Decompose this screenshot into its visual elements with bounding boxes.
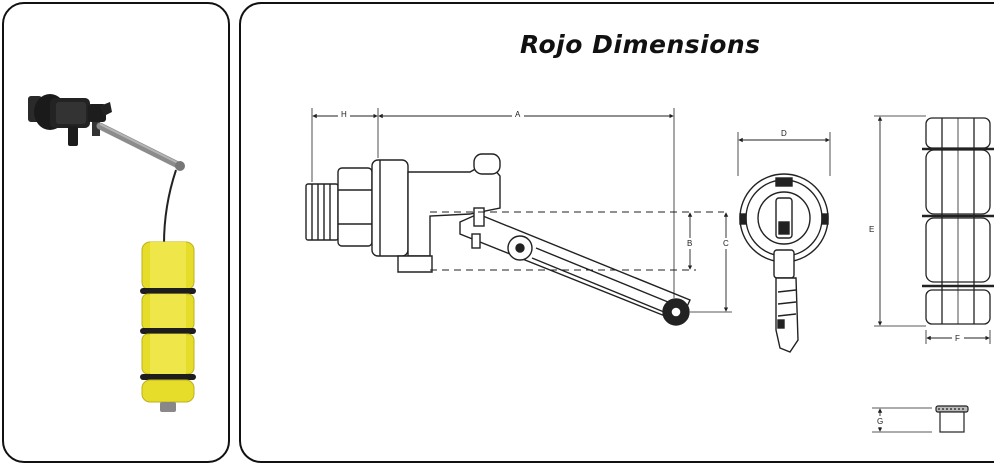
dimension-label-d: D xyxy=(781,129,787,138)
dimension-label-c: C xyxy=(723,239,729,248)
dimension-letters: H A B C D E F G xyxy=(338,109,964,427)
float-arm-photo xyxy=(96,122,185,245)
diagram-title: Rojo Dimensions xyxy=(520,30,761,59)
float-detail-drawing xyxy=(935,405,969,433)
dimension-label-e: E xyxy=(869,225,874,234)
float-view-drawing xyxy=(922,117,994,325)
float-valve-photo xyxy=(28,94,196,412)
valve-body-photo xyxy=(28,94,112,146)
dimension-label-b: B xyxy=(687,239,692,248)
reference-lines xyxy=(430,211,724,271)
dimension-label-a: A xyxy=(515,110,521,119)
front-view-drawing xyxy=(739,173,829,353)
product-photo-panel xyxy=(2,2,230,463)
side-view-drawing xyxy=(305,153,691,326)
dimension-label-h: H xyxy=(341,110,347,119)
yellow-float-photo xyxy=(140,241,196,412)
extension-lines xyxy=(311,108,991,433)
dimension-label-g: G xyxy=(877,417,883,426)
dimension-label-f: F xyxy=(955,334,960,343)
dimension-arrows xyxy=(312,113,990,432)
